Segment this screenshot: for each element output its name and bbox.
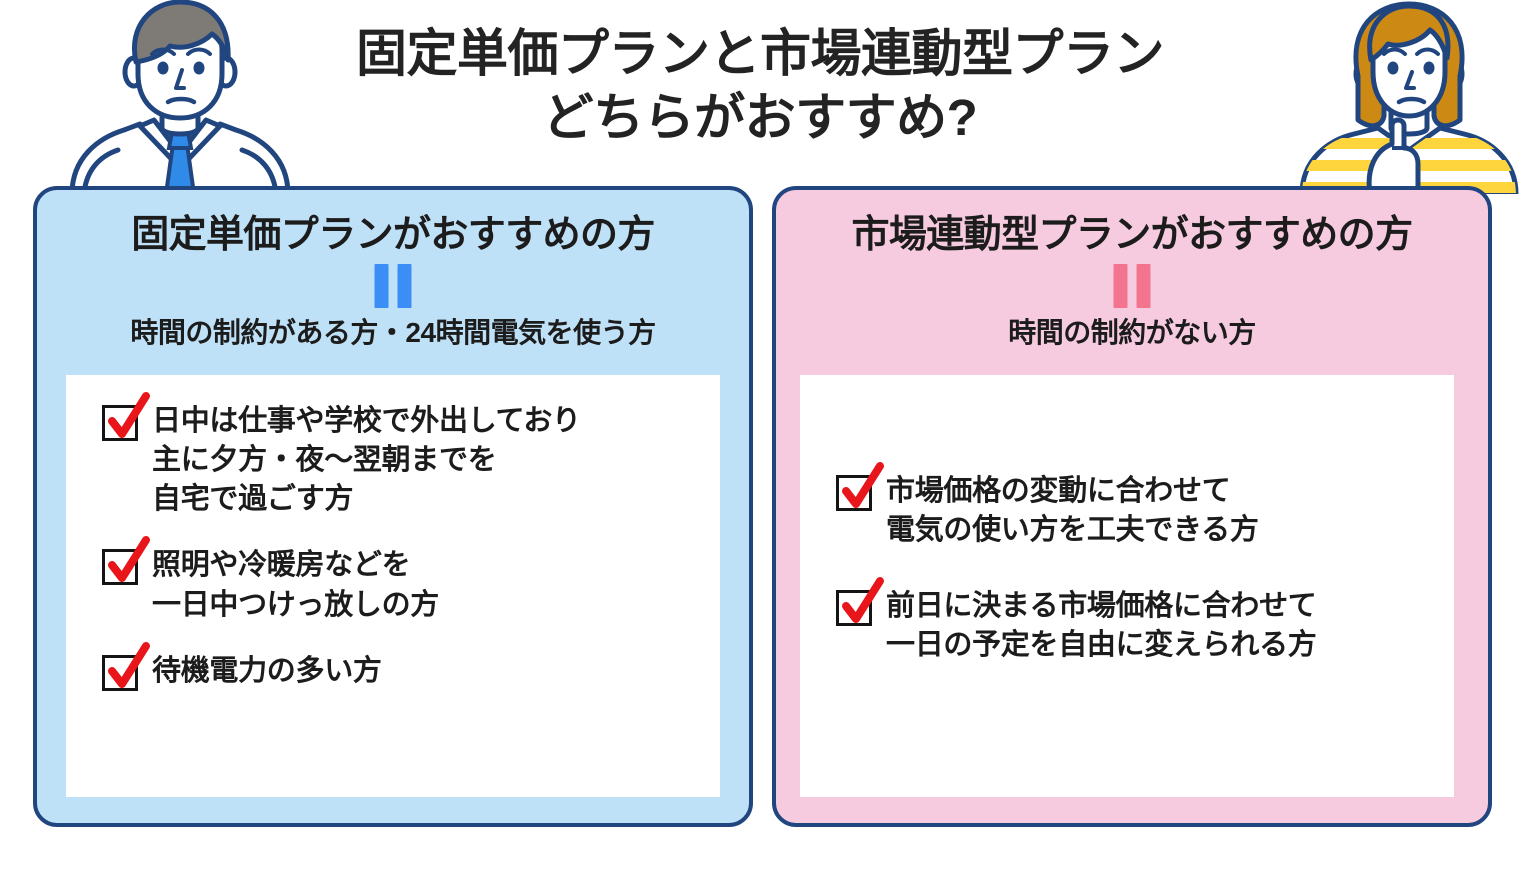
businessman-illustration	[62, 0, 302, 197]
list-item-label: 前日に決まる市場価格に合わせて 一日の予定を自由に変えられる方	[886, 590, 1317, 662]
list-item: 日中は仕事や学校で外出しており 主に夕方・夜〜翌朝までを 自宅で過ごす方	[102, 392, 756, 519]
panel-left-title: 固定単価プランがおすすめの方	[131, 214, 655, 256]
checkbox-checked-icon[interactable]	[836, 462, 884, 511]
list-item-label: 待機電力の多い方	[152, 654, 382, 687]
equals-mark-icon	[1113, 264, 1151, 308]
panel-right-title: 市場連動型プランがおすすめの方	[851, 214, 1413, 256]
list-item: 前日に決まる市場価格に合わせて 一日の予定を自由に変えられる方	[836, 577, 1490, 665]
panel-right-card: 市場価格の変動に合わせて 電気の使い方を工夫できる方 前日に決まる市場価格に合わ…	[800, 375, 1454, 797]
list-item: 待機電力の多い方	[102, 641, 756, 691]
panel-left-subtitle: 時間の制約がある方・24時間電気を使う方	[130, 317, 656, 348]
checkbox-checked-icon[interactable]	[836, 577, 884, 627]
woman-illustration	[1296, 0, 1520, 197]
infographic-canvas: 固定単価プランと市場連動型プラン どちらがおすすめ?	[33, 0, 1520, 827]
panel-fixed-price-plan: 固定単価プランがおすすめの方 時間の制約がある方・24時間電気を使う方 日中は仕…	[33, 186, 753, 827]
list-item-label: 日中は仕事や学校で外出しており 主に夕方・夜〜翌朝までを 自宅で過ごす方	[152, 405, 581, 516]
checkbox-checked-icon[interactable]	[102, 641, 150, 691]
panel-market-linked-plan: 市場連動型プランがおすすめの方 時間の制約がない方 市場価格の変動に合わせて 電…	[772, 186, 1492, 827]
checkbox-checked-icon[interactable]	[102, 536, 150, 586]
list-item: 照明や冷暖房などを 一日中つけっ放しの方	[102, 536, 756, 624]
page-title: 固定単価プランと市場連動型プラン どちらがおすすめ?	[355, 25, 1165, 147]
list-item-label: 市場価格の変動に合わせて 電気の使い方を工夫できる方	[886, 475, 1259, 547]
checklist-fixed-price: 日中は仕事や学校で外出しており 主に夕方・夜〜翌朝までを 自宅で過ごす方 照明や…	[66, 375, 756, 823]
checkbox-checked-icon[interactable]	[102, 392, 150, 441]
list-item: 市場価格の変動に合わせて 電気の使い方を工夫できる方	[836, 462, 1490, 550]
list-item-label: 照明や冷暖房などを 一日中つけっ放しの方	[152, 549, 440, 621]
equals-mark-icon	[374, 264, 412, 308]
panel-right-subtitle: 時間の制約がない方	[1008, 317, 1256, 348]
checklist-market-linked: 市場価格の変動に合わせて 電気の使い方を工夫できる方 前日に決まる市場価格に合わ…	[800, 375, 1490, 893]
panel-left-card: 日中は仕事や学校で外出しており 主に夕方・夜〜翌朝までを 自宅で過ごす方 照明や…	[66, 375, 720, 797]
